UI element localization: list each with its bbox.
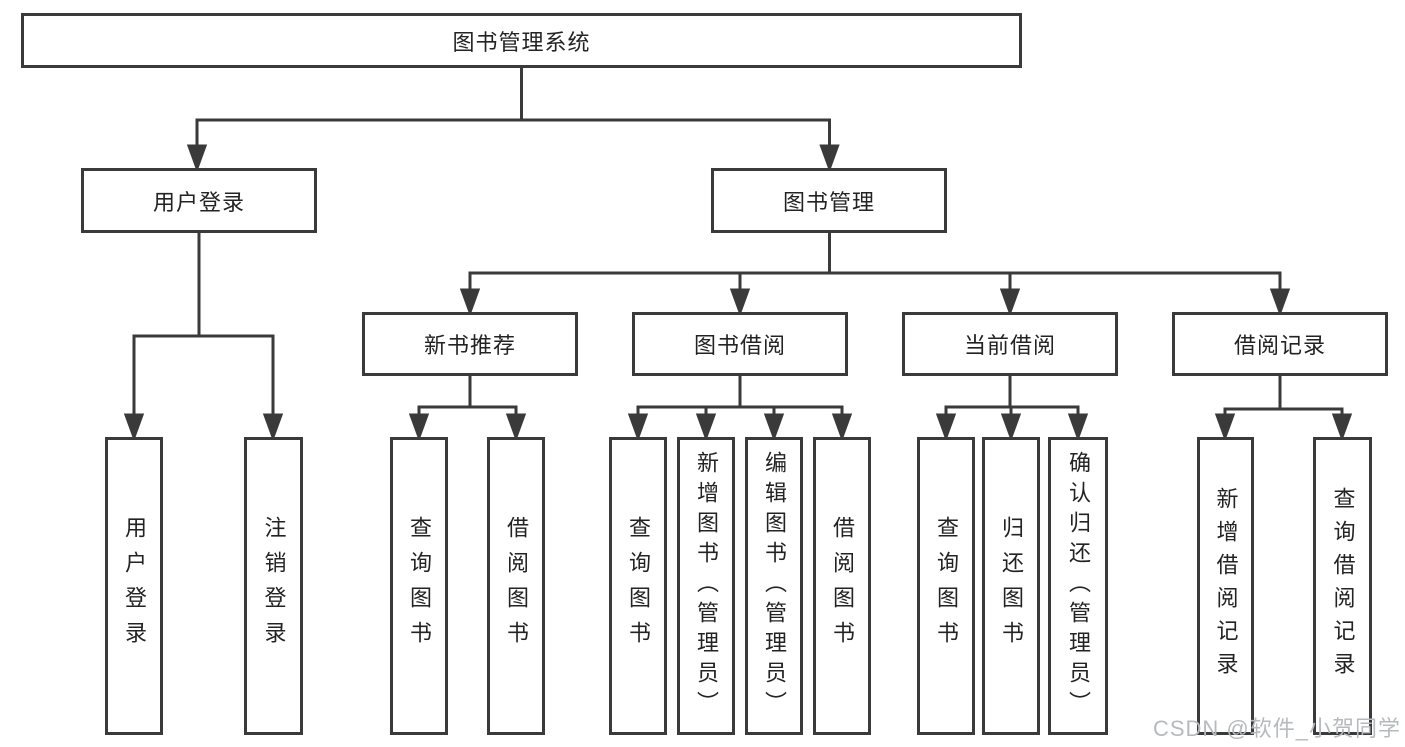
node-label: 新增图书（管理员） [694,451,719,721]
arrow-down-icon [695,413,717,442]
arrow-down-icon [1000,413,1022,442]
arrow-down-icon [999,288,1021,317]
arrow-down-icon [1067,413,1089,442]
node-new-book-recommend: 新书推荐 [362,312,578,376]
node-book-management: 图书管理 [711,168,947,233]
arrow-down-icon [1331,413,1353,442]
leaf-user-login: 用户登录 [105,437,163,735]
arrow-down-icon [819,144,840,173]
connector-root-to-level2 [186,66,840,173]
node-book-borrow: 图书借阅 [632,312,848,376]
connector-book-management-to-level3 [459,231,1291,317]
node-label: 查询借阅记录 [1330,487,1356,685]
node-label: 用户登录 [122,516,147,656]
node-label: 借阅图书 [504,516,529,656]
leaf-logout: 注销登录 [244,437,303,735]
leaf-confirm-return-admin: 确认归还（管理员） [1048,437,1108,735]
node-label: 新增借阅记录 [1213,487,1239,685]
arrow-down-icon [123,413,145,442]
connector-book-borrow-to-leaves [627,374,853,442]
leaf-add-borrow-record: 新增借阅记录 [1197,437,1254,735]
node-label: 图书借阅 [693,333,786,358]
arrow-down-icon [505,413,527,442]
arrow-down-icon [459,288,481,317]
connector-current-borrow-to-leaves [935,374,1089,442]
node-root-library-management-system: 图书管理系统 [21,13,1022,68]
node-borrow-records: 借阅记录 [1172,312,1388,376]
connector-group [123,66,1353,442]
node-label: 编辑图书（管理员） [762,451,787,721]
node-label: 借阅记录 [1233,333,1326,358]
leaf-edit-books-admin: 编辑图书（管理员） [745,437,803,735]
node-label: 查询图书 [626,516,651,656]
node-label: 归还图书 [999,516,1024,656]
leaf-query-books-current: 查询图书 [917,437,975,735]
leaf-query-borrow-record: 查询借阅记录 [1313,437,1372,735]
arrow-down-icon [935,413,957,442]
arrow-down-icon [763,413,785,442]
node-label: 当前借阅 [963,333,1056,358]
leaf-query-books-borrow: 查询图书 [609,437,667,735]
arrow-down-icon [1269,288,1291,317]
connector-new-book-recommend-to-leaves [408,374,527,442]
node-label: 图书管理 [782,189,875,215]
node-label: 查询图书 [934,516,959,656]
leaf-return-books: 归还图书 [982,437,1040,735]
node-label: 新书推荐 [423,333,516,358]
node-label: 图书管理系统 [452,29,591,55]
arrow-down-icon [262,413,284,442]
leaf-add-books-admin: 新增图书（管理员） [677,437,735,735]
node-label: 注销登录 [261,516,287,656]
connector-borrow-records-to-leaves [1214,374,1353,442]
node-label: 用户登录 [152,189,245,215]
arrow-down-icon [1214,413,1236,442]
arrow-down-icon [831,413,853,442]
leaf-borrow-books: 借阅图书 [813,437,871,735]
csdn-watermark: CSDN @软件_小贺同学 [1152,716,1401,741]
arrow-down-icon [186,144,208,173]
leaf-borrow-books-recommend: 借阅图书 [487,437,545,735]
arrow-down-icon [408,413,430,442]
arrow-down-icon [729,288,751,317]
node-current-borrow: 当前借阅 [902,312,1118,376]
node-label: 查询图书 [407,516,432,656]
node-label: 借阅图书 [830,516,855,656]
node-user-login: 用户登录 [81,168,317,233]
arrow-down-icon [627,413,649,442]
connector-user-login-to-leaves [123,231,284,442]
node-label: 确认归还（管理员） [1066,451,1091,721]
leaf-query-books-recommend: 查询图书 [390,437,448,735]
